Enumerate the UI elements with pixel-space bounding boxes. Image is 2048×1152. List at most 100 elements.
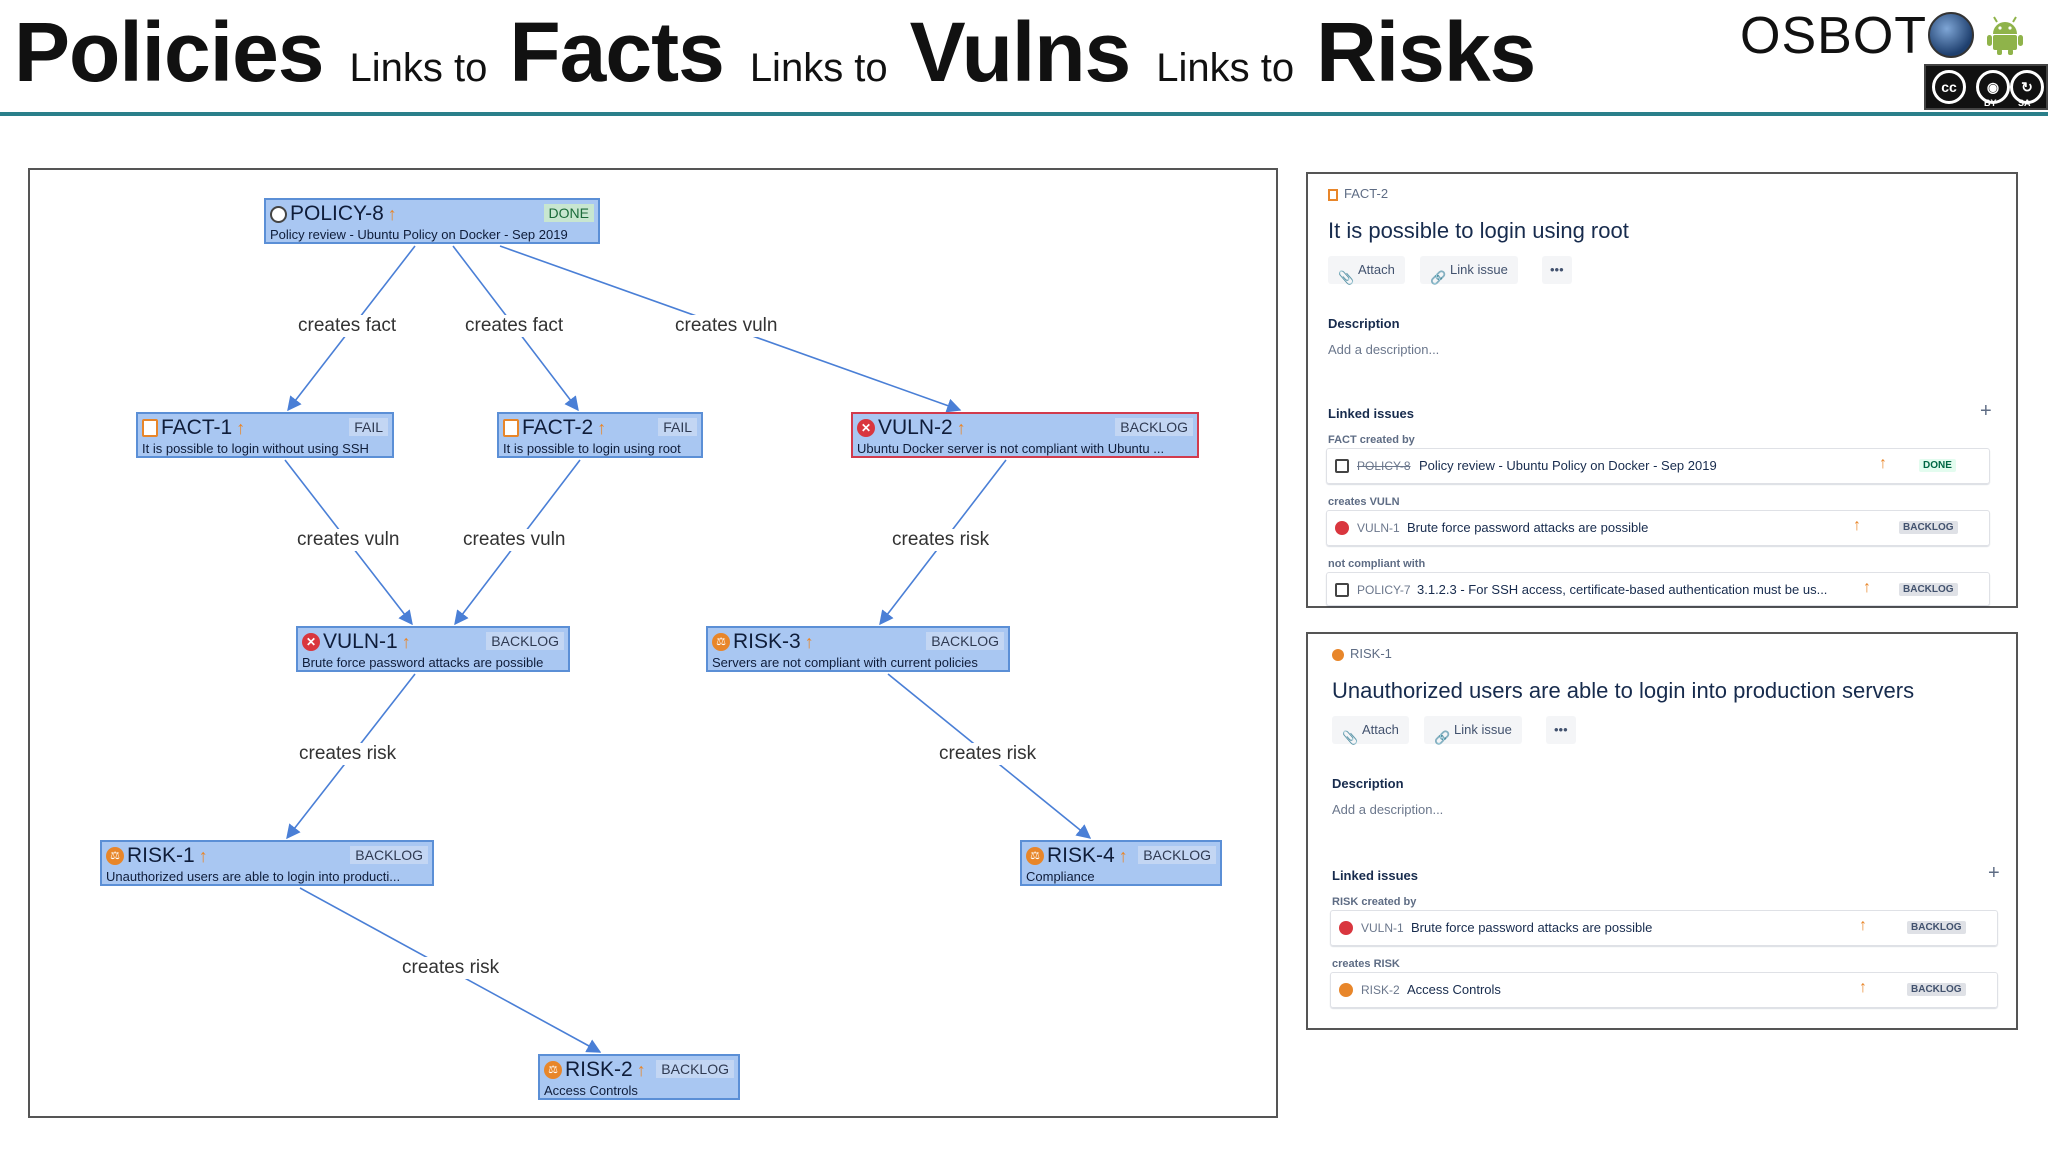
fact-icon xyxy=(142,419,158,437)
linked-issue-key[interactable]: VULN-1 xyxy=(1357,521,1400,535)
linked-issue-key[interactable]: RISK-2 xyxy=(1361,983,1400,997)
issue-breadcrumb[interactable]: FACT-2 xyxy=(1328,186,1388,201)
priority-high-icon: ↑ xyxy=(1118,845,1128,866)
status-badge: BACKLOG xyxy=(486,632,564,650)
priority-high-icon: ↑ xyxy=(1859,917,1867,934)
edge-label-creates-risk: creates risk xyxy=(890,529,992,551)
edge-label-creates-vuln: creates vuln xyxy=(295,529,402,551)
more-actions-button[interactable]: ••• xyxy=(1542,256,1572,284)
risk-icon: ⚖ xyxy=(712,633,730,651)
share-alike-icon: ↻ xyxy=(2010,70,2044,104)
node-fact-2[interactable]: FACT-2↑ FAIL It is possible to login usi… xyxy=(497,412,703,458)
issue-title[interactable]: Unauthorized users are able to login int… xyxy=(1332,678,1915,703)
priority-high-icon: ↑ xyxy=(387,203,397,224)
license-by-label: BY xyxy=(1984,98,1997,108)
priority-high-icon: ↑ xyxy=(198,845,208,866)
linked-issue-row[interactable]: POLICY-8 Policy review - Ubuntu Policy o… xyxy=(1326,448,1990,484)
link-icon: 🔗 xyxy=(1430,269,1447,285)
linked-issue-title[interactable]: Brute force password attacks are possibl… xyxy=(1407,520,1649,535)
more-actions-button[interactable]: ••• xyxy=(1546,716,1576,744)
linked-issue-row[interactable]: VULN-1 Brute force password attacks are … xyxy=(1330,910,1998,946)
attach-button[interactable]: 📎Attach xyxy=(1328,256,1405,285)
linked-issue-key[interactable]: POLICY-7 xyxy=(1357,583,1411,597)
link-group-label: FACT created by xyxy=(1328,434,1415,446)
description-input[interactable]: Add a description... xyxy=(1328,342,1440,357)
priority-high-icon: ↑ xyxy=(597,417,607,438)
status-badge: BACKLOG xyxy=(1138,846,1216,864)
globe-logo-icon xyxy=(1928,12,1974,58)
policy-icon xyxy=(1335,583,1349,597)
description-heading: Description xyxy=(1332,776,1404,791)
priority-high-icon: ↑ xyxy=(1859,979,1867,996)
link-issue-button[interactable]: 🔗Link issue xyxy=(1424,716,1522,745)
more-icon: ••• xyxy=(1554,722,1568,737)
linked-issue-key[interactable]: POLICY-8 xyxy=(1357,459,1411,473)
node-policy-8[interactable]: POLICY-8↑ DONE Policy review - Ubuntu Po… xyxy=(264,198,600,244)
linked-issue-key[interactable]: VULN-1 xyxy=(1361,921,1404,935)
status-badge: FAIL xyxy=(658,418,697,436)
link-issue-button[interactable]: 🔗Link issue xyxy=(1420,256,1518,285)
node-summary: Ubuntu Docker server is not compliant wi… xyxy=(857,441,1165,456)
add-link-button[interactable]: + xyxy=(1988,862,2000,884)
issue-panel-risk-1: RISK-1 Unauthorized users are able to lo… xyxy=(1306,632,2018,1030)
fact-icon xyxy=(503,419,519,437)
node-key: RISK-2 xyxy=(565,1058,633,1081)
title-links-to-2: Links to xyxy=(749,46,888,90)
attach-button[interactable]: 📎Attach xyxy=(1332,716,1409,745)
creative-commons-badge: cc ◉ ↻ BY SA xyxy=(1924,64,2048,110)
node-key: FACT-1 xyxy=(161,416,233,439)
status-badge: BACKLOG xyxy=(350,846,428,864)
edge-label-creates-vuln: creates vuln xyxy=(673,315,780,337)
node-risk-3[interactable]: ⚖RISK-3↑ BACKLOG Servers are not complia… xyxy=(706,626,1010,672)
issue-title[interactable]: It is possible to login using root xyxy=(1328,218,1629,243)
status-badge: DONE xyxy=(1919,459,1956,472)
node-risk-4[interactable]: ⚖RISK-4↑ BACKLOG Compliance xyxy=(1020,840,1222,886)
status-badge: DONE xyxy=(543,204,594,222)
node-summary: Unauthorized users are able to login int… xyxy=(106,869,401,884)
linked-issue-title[interactable]: 3.1.2.3 - For SSH access, certificate-ba… xyxy=(1417,582,1828,597)
paperclip-icon: 📎 xyxy=(1338,269,1355,285)
issue-breadcrumb[interactable]: RISK-1 xyxy=(1332,646,1392,661)
vuln-icon: ✕ xyxy=(302,633,320,651)
edge-label-creates-fact: creates fact xyxy=(463,315,566,337)
status-badge: BACKLOG xyxy=(656,1060,734,1078)
title-links-to-1: Links to xyxy=(349,46,488,90)
node-fact-1[interactable]: FACT-1↑ FAIL It is possible to login wit… xyxy=(136,412,394,458)
breadcrumb-key: FACT-2 xyxy=(1344,186,1389,201)
linked-issues-heading: Linked issues xyxy=(1332,868,1418,883)
policy-icon xyxy=(1335,459,1349,473)
node-risk-1[interactable]: ⚖RISK-1↑ BACKLOG Unauthorized users are … xyxy=(100,840,434,886)
linked-issue-title[interactable]: Brute force password attacks are possibl… xyxy=(1411,920,1653,935)
add-link-button[interactable]: + xyxy=(1980,400,1992,422)
android-icon xyxy=(1987,16,2023,55)
node-key: RISK-4 xyxy=(1047,844,1115,867)
node-summary: Brute force password attacks are possibl… xyxy=(302,655,544,670)
description-input[interactable]: Add a description... xyxy=(1332,802,1444,817)
linked-issue-title[interactable]: Policy review - Ubuntu Policy on Docker … xyxy=(1419,458,1717,473)
linked-issue-row[interactable]: RISK-2 Access Controls ↑ BACKLOG xyxy=(1330,972,1998,1008)
linked-issue-row[interactable]: VULN-1 Brute force password attacks are … xyxy=(1326,510,1990,546)
status-badge: BACKLOG xyxy=(1899,583,1958,596)
node-risk-2[interactable]: ⚖RISK-2↑ BACKLOG Access Controls xyxy=(538,1054,740,1100)
node-summary: It is possible to login using root xyxy=(503,441,681,456)
risk-icon: ⚖ xyxy=(106,847,124,865)
edge-label-creates-vuln: creates vuln xyxy=(461,529,568,551)
license-sa-label: SA xyxy=(2018,98,2031,108)
edge-label-creates-risk: creates risk xyxy=(297,743,399,765)
title-links-to-3: Links to xyxy=(1156,46,1295,90)
linked-issue-title[interactable]: Access Controls xyxy=(1407,982,1501,997)
node-vuln-1[interactable]: ✕VULN-1↑ BACKLOG Brute force password at… xyxy=(296,626,570,672)
vuln-icon xyxy=(1339,921,1353,935)
title-policies: Policies xyxy=(14,5,325,99)
priority-high-icon: ↑ xyxy=(804,631,814,652)
priority-high-icon: ↑ xyxy=(1853,517,1861,534)
linked-issue-row[interactable]: POLICY-7 3.1.2.3 - For SSH access, certi… xyxy=(1326,572,1990,606)
breadcrumb-key: RISK-1 xyxy=(1350,646,1392,661)
risk-icon: ⚖ xyxy=(544,1061,562,1079)
brand-name: OSBOT xyxy=(1740,7,1928,65)
node-vuln-2[interactable]: ✕VULN-2↑ BACKLOG Ubuntu Docker server is… xyxy=(851,412,1199,458)
issue-graph-diagram: creates fact creates fact creates vuln c… xyxy=(28,168,1278,1118)
node-summary: Servers are not compliant with current p… xyxy=(712,655,978,670)
status-badge: BACKLOG xyxy=(926,632,1004,650)
